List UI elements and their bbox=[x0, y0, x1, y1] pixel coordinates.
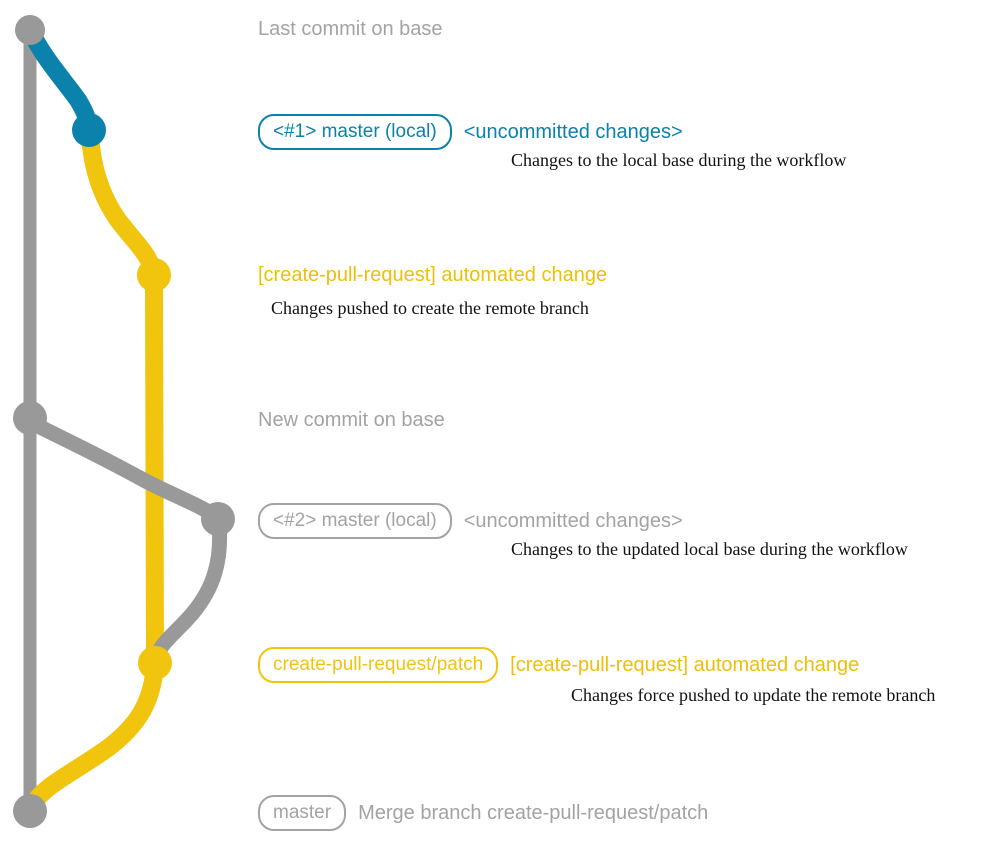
branch-badge-master[interactable]: master bbox=[258, 795, 347, 831]
commit-description-2: Changes pushed to create the remote bran… bbox=[271, 298, 589, 318]
commit-description-4: Changes force pushed to update the remot… bbox=[571, 685, 936, 705]
commit-graph bbox=[13, 15, 235, 828]
commit-subject-uncommitted-changes-1: <uncommitted changes> bbox=[463, 121, 683, 143]
commit-node-patch-created[interactable] bbox=[137, 258, 171, 292]
row-patch-commit: create-pull-request/patch [create-pull-r… bbox=[258, 647, 859, 683]
commit-node-merge-master[interactable] bbox=[13, 794, 47, 828]
edge-base-to-local-2 bbox=[26, 416, 226, 527]
row-local-commit-2: <#2> master (local) <uncommitted changes… bbox=[258, 503, 683, 539]
edge-local-1-to-patch-1 bbox=[81, 126, 163, 284]
row-local-commit-1: <#1> master (local) <uncommitted changes… bbox=[258, 114, 683, 150]
commit-node-local-1[interactable] bbox=[72, 113, 106, 147]
branch-badge-create-pull-request-patch[interactable]: create-pull-request/patch bbox=[258, 647, 499, 683]
commit-node-last-commit-on-base[interactable] bbox=[15, 15, 45, 45]
branch-badge-master-local-2[interactable]: <#2> master (local) bbox=[258, 503, 452, 539]
branch-badge-master-local-1[interactable]: <#1> master (local) bbox=[258, 114, 452, 150]
row-merge-commit: master Merge branch create-pull-request/… bbox=[258, 795, 708, 831]
edge-patch-lane bbox=[145, 266, 164, 672]
commit-subject-automated-change-1: [create-pull-request] automated change bbox=[258, 264, 608, 286]
heading-new-commit-on-base: New commit on base bbox=[258, 409, 445, 431]
commit-node-patch-updated[interactable] bbox=[138, 646, 172, 680]
commit-subject-uncommitted-changes-2: <uncommitted changes> bbox=[463, 510, 683, 532]
commit-subject-automated-change-2: [create-pull-request] automated change bbox=[510, 654, 860, 676]
commit-subject-merge-branch: Merge branch create-pull-request/patch bbox=[358, 802, 709, 824]
commit-description-1: Changes to the local base during the wor… bbox=[511, 150, 847, 170]
edge-patch-merge-to-base bbox=[23, 657, 164, 815]
commit-node-new-commit-on-base[interactable] bbox=[13, 401, 47, 435]
commit-description-3: Changes to the updated local base during… bbox=[511, 539, 908, 559]
heading-last-commit-on-base: Last commit on base bbox=[258, 18, 443, 40]
commit-node-local-2[interactable] bbox=[201, 502, 235, 536]
